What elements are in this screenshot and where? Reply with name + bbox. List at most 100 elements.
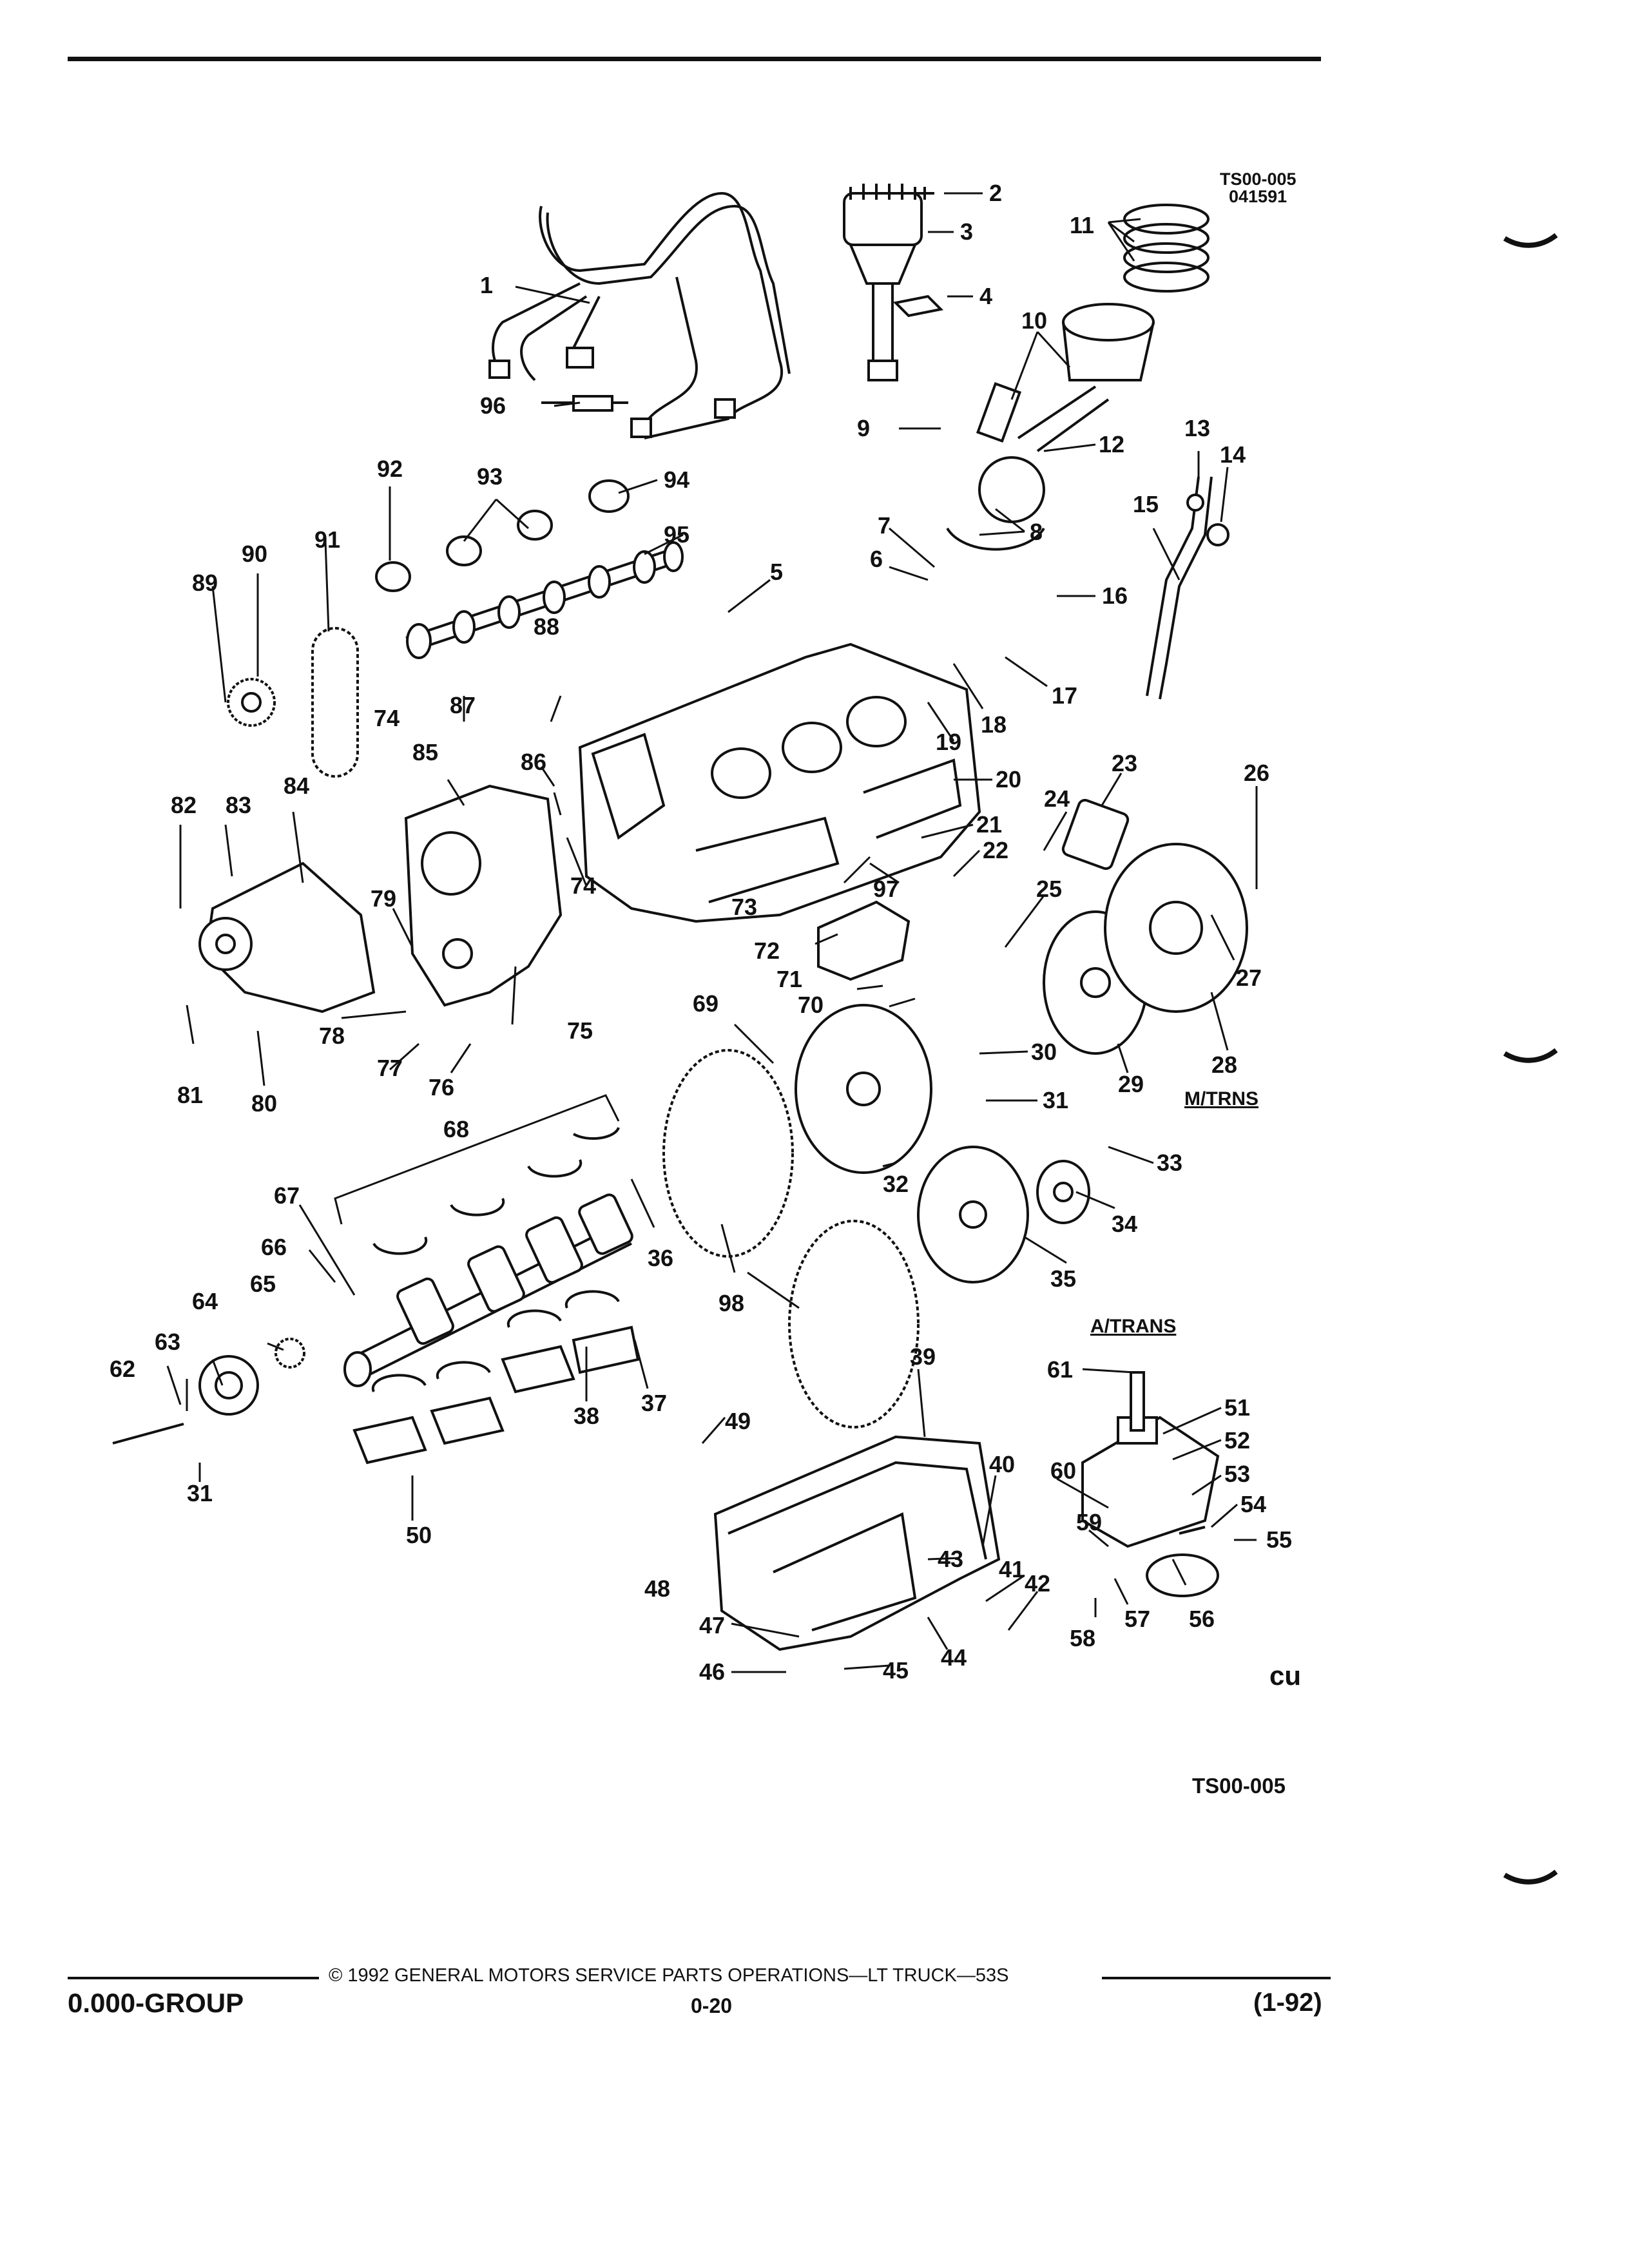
callout-18: 18: [981, 711, 1007, 738]
footer-group: 0.000-GROUP: [68, 1988, 244, 2018]
automatic-transmission-label: A/TRANS: [1090, 1316, 1176, 1337]
oil-pan: [713, 1435, 1001, 1651]
callout-14: 14: [1220, 441, 1246, 468]
callout-67: 67: [274, 1182, 300, 1209]
binding-tick-middle: [1503, 1048, 1558, 1063]
callout-41: 41: [999, 1556, 1025, 1582]
callout-50: 50: [406, 1522, 432, 1548]
callout-8: 8: [1030, 519, 1043, 545]
callout-45: 45: [883, 1657, 909, 1684]
callout-66: 66: [261, 1234, 287, 1260]
crankshaft-sprocket: [275, 1338, 305, 1369]
callout-3: 3: [960, 218, 973, 245]
callout-34: 34: [1112, 1211, 1137, 1237]
callout-4: 4: [979, 283, 992, 309]
connecting-rod: [946, 385, 1110, 551]
callout-77: 77: [377, 1055, 403, 1081]
callout-11: 11: [1070, 212, 1094, 238]
callout-23: 23: [1112, 750, 1137, 776]
footer-rule-right: [1102, 1977, 1331, 1979]
callout-25: 25: [1036, 876, 1062, 902]
callout-85: 85: [412, 739, 438, 765]
callout-43: 43: [938, 1546, 963, 1572]
ignition-wire-set: [488, 191, 791, 439]
top-rule: [68, 57, 1321, 61]
oil-pump: [1081, 1416, 1220, 1548]
callout-20: 20: [996, 766, 1021, 793]
callout-63: 63: [155, 1329, 180, 1355]
crankshaft-balancer: [198, 1355, 259, 1416]
callout-86: 86: [521, 749, 546, 775]
callout-49: 49: [725, 1408, 751, 1434]
callout-69: 69: [693, 990, 718, 1017]
callout-90: 90: [242, 541, 267, 567]
callout-53: 53: [1224, 1461, 1250, 1487]
callout-75: 75: [567, 1017, 593, 1044]
binding-tick-top: [1503, 233, 1558, 248]
flywheel: [795, 1004, 932, 1174]
callout-38: 38: [574, 1403, 599, 1429]
water-pump: [198, 861, 376, 1014]
callout-17: 17: [1052, 682, 1077, 709]
footer-page-number: 0-20: [691, 1994, 733, 2017]
callout-94: 94: [664, 466, 689, 493]
callout-31: 31: [1043, 1087, 1068, 1113]
main-bearing-caps: [352, 1325, 640, 1465]
cu-logo: cu: [1269, 1660, 1301, 1691]
callout-48: 48: [644, 1575, 670, 1602]
oil-pump-screen: [1146, 1553, 1219, 1597]
callout-58: 58: [1070, 1625, 1095, 1651]
leader-lines: [166, 192, 1258, 1673]
flexplate: [917, 1146, 1029, 1283]
callout-42: 42: [1025, 1570, 1050, 1597]
callout-32: 32: [883, 1171, 909, 1197]
callout-46: 46: [699, 1658, 725, 1685]
distributor: [843, 184, 923, 381]
figure-code-bottom: TS00-005: [1192, 1774, 1286, 1798]
crankshaft: [343, 1193, 633, 1387]
ring-gear: [662, 1049, 920, 1428]
camshaft-bearings: [375, 479, 630, 592]
callout-80: 80: [251, 1090, 277, 1117]
svg-text:cu: cu: [1269, 1660, 1301, 1691]
callout-93: 93: [477, 463, 503, 490]
callout-62: 62: [110, 1356, 135, 1382]
callout-44: 44: [941, 1644, 967, 1671]
callout-88: 88: [534, 613, 559, 640]
fuel-pump: [817, 900, 911, 981]
callout-82: 82: [171, 792, 197, 818]
callout-87: 87: [450, 692, 476, 718]
callout-68: 68: [443, 1116, 469, 1142]
callout-60: 60: [1050, 1457, 1076, 1484]
callout-30: 30: [1031, 1039, 1057, 1065]
piston-rings: [1123, 204, 1210, 293]
callout-65: 65: [250, 1271, 276, 1297]
callout-39: 39: [910, 1343, 936, 1370]
callout-37: 37: [641, 1390, 667, 1416]
callout-28: 28: [1211, 1052, 1237, 1078]
callout-29: 29: [1118, 1071, 1144, 1097]
callout-21: 21: [976, 811, 1002, 838]
callout-84: 84: [284, 773, 309, 799]
callout-47: 47: [699, 1612, 725, 1639]
callout-35: 35: [1050, 1265, 1076, 1292]
distributor-clamp: [892, 294, 944, 318]
callout-33: 33: [1157, 1149, 1182, 1176]
callout-97: 97: [873, 876, 899, 902]
oil-filter: [1061, 798, 1130, 870]
callout-89: 89: [192, 570, 218, 596]
timing-chain: [311, 627, 359, 778]
callout-91: 91: [314, 526, 340, 553]
callout-61: 61: [1047, 1356, 1073, 1383]
callout-76: 76: [429, 1074, 454, 1100]
callout-83: 83: [226, 792, 251, 818]
camshaft: [405, 541, 684, 659]
figure-code-date: 041591: [1229, 187, 1287, 206]
callout-19: 19: [936, 729, 961, 755]
footer-revision: (1-92): [1253, 1988, 1322, 2017]
callout-71: 71: [776, 966, 802, 992]
callout-70: 70: [798, 992, 824, 1018]
callout-56: 56: [1189, 1606, 1215, 1632]
